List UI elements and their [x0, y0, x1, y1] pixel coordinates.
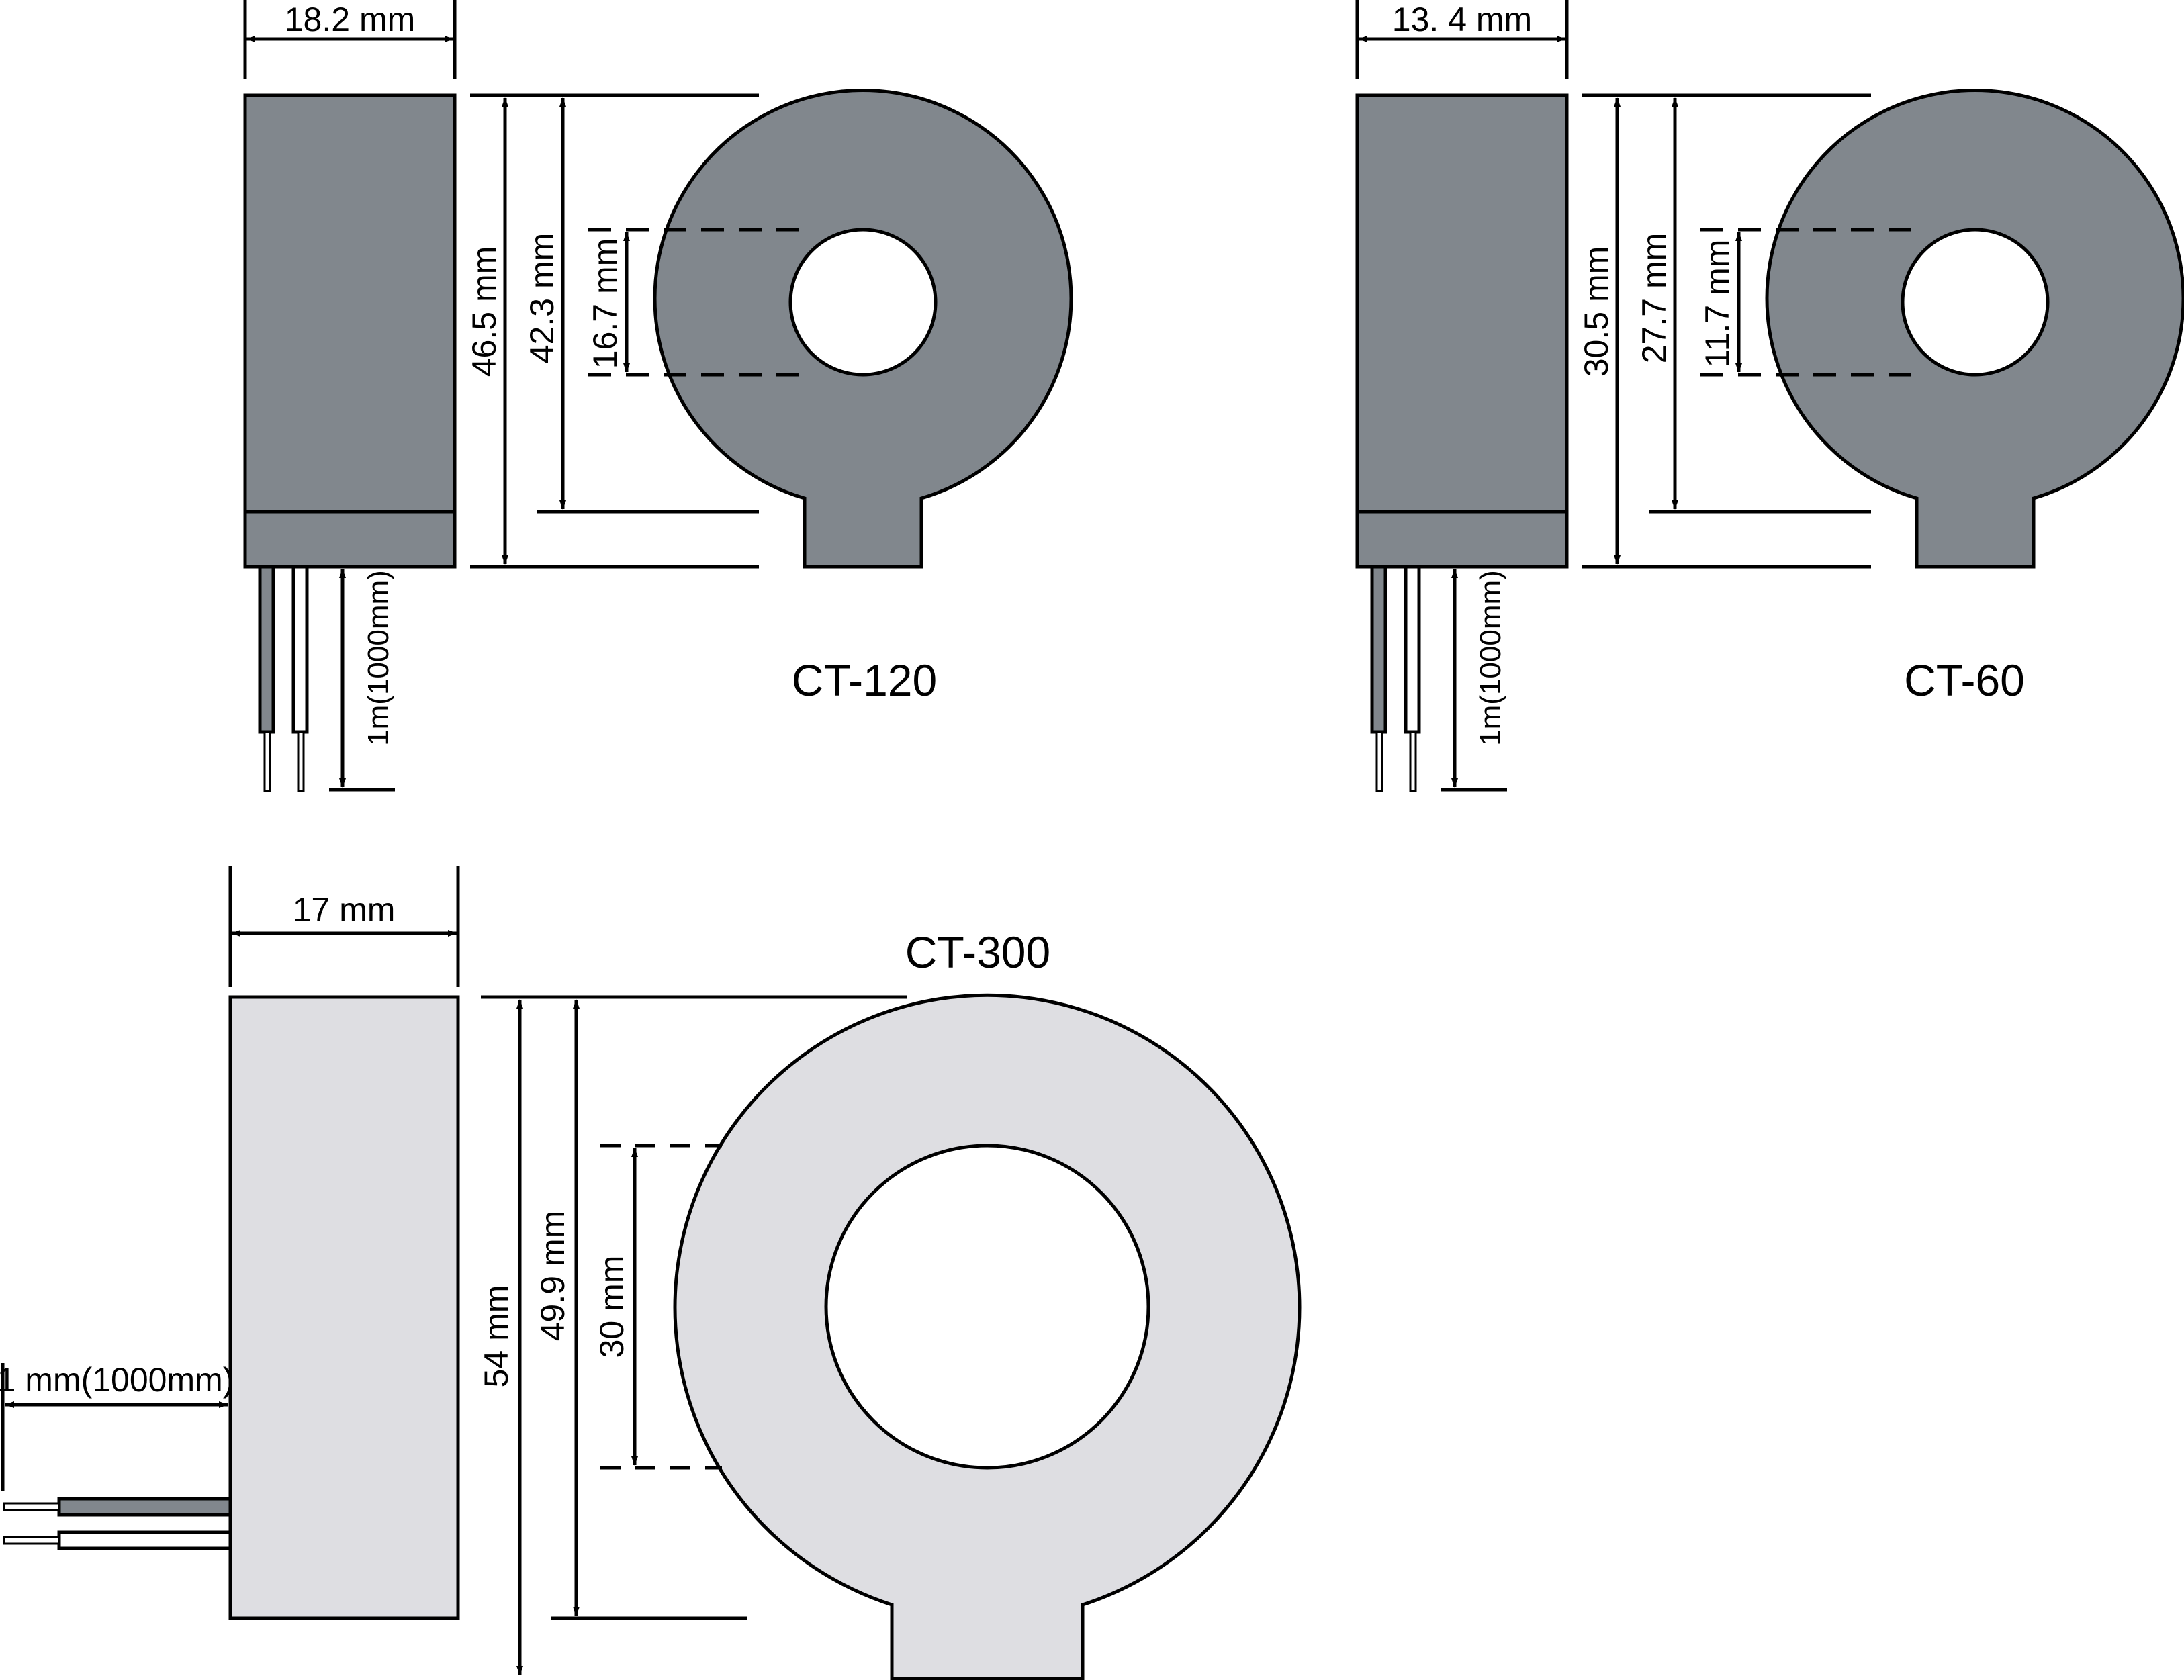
ct120-ring-height-label: 42.3 mm: [523, 233, 561, 364]
ct300-drawing: [1, 866, 1302, 1680]
ct300-front-hole: [824, 1144, 1150, 1470]
ct300-title: CT-300: [905, 927, 1050, 977]
ct120-lead-dark-tip: [263, 731, 271, 792]
ct300-lead-white: [57, 1530, 232, 1550]
ct60-drawing: [1355, 0, 2184, 792]
ct60-title: CT-60: [1904, 655, 2025, 705]
ct60-ring-height-label: 27.7 mm: [1635, 233, 1673, 364]
ct300-lead-dark: [57, 1497, 232, 1517]
ct60-side-body: [1355, 93, 1569, 569]
ct300-hole-label: 30 mm: [593, 1256, 631, 1358]
ct120-side-body: [243, 93, 457, 569]
ct120-total-height-label: 46.5 mm: [465, 246, 503, 377]
ct120-hole-label: 16.7 mm: [586, 238, 624, 369]
ct300-total-height-label: 54 mm: [477, 1285, 515, 1388]
ct120-width-label: 18.2 mm: [285, 1, 416, 38]
ct300-side-body: [228, 995, 460, 1620]
ct120-front-hole: [788, 228, 938, 377]
ct300-width-label: 17 mm: [293, 891, 396, 929]
ct120-lead-white-tip: [297, 731, 305, 792]
ct60-lead-white-tip: [1409, 731, 1417, 792]
ct300-ring-height-label: 49.9 mm: [534, 1211, 572, 1342]
ct60-lead-dark-tip: [1375, 731, 1383, 792]
ct60-lead-dark: [1370, 565, 1387, 734]
ct120-title: CT-120: [792, 655, 937, 705]
ct60-hole-label: 11.7 mm: [1698, 240, 1736, 368]
ct120-lead-dark: [258, 565, 275, 734]
ct60-total-height-label: 30.5 mm: [1578, 246, 1615, 377]
ct120-lead-white: [291, 565, 309, 734]
ct300-lead-label: 1 mm(1000mm): [0, 1361, 234, 1399]
ct60-lead-label: 1m(1000mm): [1474, 570, 1507, 746]
ct120-drawing: [243, 0, 1073, 792]
ct300-lead-dark-tip: [3, 1502, 60, 1511]
ct60-front-hole: [1901, 228, 2050, 377]
ct60-width-label: 13. 4 mm: [1392, 1, 1532, 38]
ct60-lead-white: [1404, 565, 1421, 734]
ct120-lead-label: 1m(1000mm): [362, 570, 395, 746]
ct300-lead-white-tip: [3, 1536, 60, 1545]
